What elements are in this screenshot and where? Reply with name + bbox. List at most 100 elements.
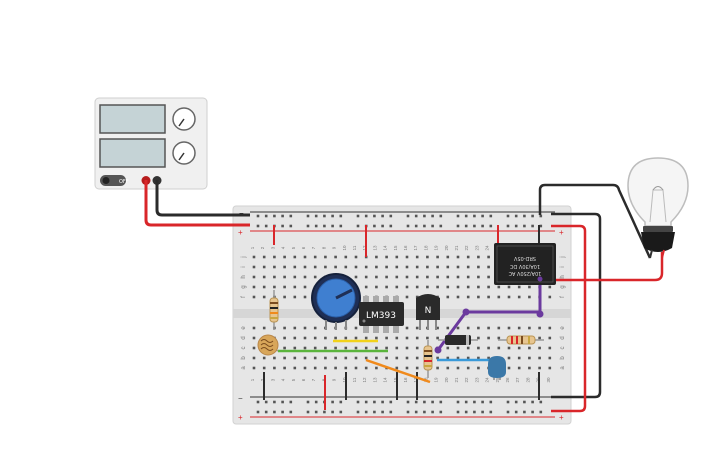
breadboard-hole[interactable] (356, 224, 360, 228)
breadboard-hole[interactable] (252, 255, 256, 259)
breadboard-hole[interactable] (323, 224, 326, 228)
breadboard-hole[interactable] (446, 366, 450, 370)
breadboard-hole[interactable] (373, 224, 376, 228)
breadboard-hole[interactable] (385, 265, 388, 269)
breadboard-hole[interactable] (473, 214, 476, 218)
breadboard-hole[interactable] (539, 214, 543, 218)
breadboard-hole[interactable] (431, 214, 434, 218)
breadboard-hole[interactable] (331, 410, 334, 414)
breadboard-hole[interactable] (306, 410, 310, 414)
breadboard-hole[interactable] (354, 356, 358, 360)
breadboard-hole[interactable] (281, 214, 284, 218)
breadboard-hole[interactable] (303, 336, 307, 340)
breadboard-hole[interactable] (473, 224, 476, 228)
breadboard-hole[interactable] (406, 224, 410, 228)
breadboard-hole[interactable] (306, 224, 310, 228)
breadboard-hole[interactable] (423, 224, 426, 228)
breadboard-hole[interactable] (539, 400, 543, 404)
breadboard-hole[interactable] (273, 356, 276, 360)
breadboard-hole[interactable] (517, 295, 521, 299)
breadboard-hole[interactable] (487, 295, 490, 299)
breadboard-hole[interactable] (354, 255, 358, 259)
supply-positive-wire[interactable] (144, 180, 250, 227)
breadboard-hole[interactable] (293, 346, 297, 350)
breadboard-hole[interactable] (314, 214, 318, 218)
breadboard-hole[interactable] (314, 410, 318, 414)
breadboard-hole[interactable] (354, 366, 358, 370)
breadboard-hole[interactable] (439, 410, 443, 414)
breadboard-hole[interactable] (364, 336, 368, 340)
breadboard-hole[interactable] (331, 224, 334, 228)
breadboard-hole[interactable] (364, 265, 368, 269)
resistor-vertical-middle[interactable] (423, 340, 433, 378)
breadboard-hole[interactable] (456, 410, 460, 414)
breadboard-hole[interactable] (334, 356, 337, 360)
breadboard-hole[interactable] (252, 275, 256, 279)
breadboard-hole[interactable] (456, 285, 460, 289)
breadboard-hole[interactable] (507, 356, 511, 360)
breadboard-hole[interactable] (381, 224, 384, 228)
breadboard-hole[interactable] (252, 346, 256, 350)
breadboard-hole[interactable] (415, 346, 419, 350)
breadboard-hole[interactable] (375, 366, 378, 370)
breadboard-hole[interactable] (531, 214, 534, 218)
breadboard-hole[interactable] (464, 224, 468, 228)
breadboard-hole[interactable] (436, 265, 439, 269)
breadboard-hole[interactable] (344, 346, 348, 350)
breadboard-hole[interactable] (262, 356, 266, 360)
breadboard-hole[interactable] (456, 214, 460, 218)
breadboard-hole[interactable] (431, 410, 434, 414)
resistor-horizontal-right[interactable] (498, 335, 544, 345)
breadboard-hole[interactable] (303, 295, 307, 299)
breadboard-hole[interactable] (464, 214, 468, 218)
breadboard-hole[interactable] (436, 275, 439, 279)
breadboard-hole[interactable] (273, 400, 276, 404)
breadboard-hole[interactable] (264, 214, 268, 218)
breadboard-hole[interactable] (354, 346, 358, 350)
breadboard-hole[interactable] (506, 410, 510, 414)
breadboard-hole[interactable] (331, 400, 334, 404)
breadboard-hole[interactable] (439, 400, 443, 404)
breadboard-hole[interactable] (256, 224, 260, 228)
breadboard-hole[interactable] (313, 346, 317, 350)
breadboard-hole[interactable] (514, 214, 518, 218)
breadboard-hole[interactable] (339, 224, 343, 228)
breadboard-hole[interactable] (439, 224, 443, 228)
breadboard-hole[interactable] (466, 346, 470, 350)
potentiometer[interactable] (311, 273, 361, 330)
breadboard-hole[interactable] (528, 285, 531, 289)
breadboard-hole[interactable] (423, 410, 426, 414)
breadboard-hole[interactable] (414, 224, 418, 228)
breadboard-hole[interactable] (334, 255, 337, 259)
breadboard-hole[interactable] (293, 265, 297, 269)
breadboard-hole[interactable] (364, 410, 368, 414)
breadboard-hole[interactable] (375, 265, 378, 269)
breadboard-hole[interactable] (405, 356, 409, 360)
breadboard-hole[interactable] (531, 224, 534, 228)
breadboard-hole[interactable] (273, 410, 276, 414)
breadboard-hole[interactable] (548, 346, 552, 350)
breadboard-hole[interactable] (406, 214, 410, 218)
breadboard-hole[interactable] (252, 285, 256, 289)
breadboard-hole[interactable] (252, 265, 256, 269)
breadboard-hole[interactable] (381, 410, 384, 414)
breadboard-hole[interactable] (356, 214, 360, 218)
breadboard-hole[interactable] (517, 285, 521, 289)
breadboard-hole[interactable] (356, 400, 360, 404)
rail-link-black-wire[interactable] (551, 212, 602, 399)
breadboard-hole[interactable] (517, 356, 521, 360)
breadboard-hole[interactable] (389, 400, 393, 404)
breadboard-hole[interactable] (354, 265, 358, 269)
breadboard-hole[interactable] (523, 400, 526, 404)
breadboard-hole[interactable] (395, 336, 399, 340)
breadboard-hole[interactable] (506, 224, 510, 228)
breadboard-hole[interactable] (262, 366, 266, 370)
breadboard-hole[interactable] (439, 214, 443, 218)
breadboard-hole[interactable] (405, 295, 409, 299)
breadboard-hole[interactable] (283, 366, 286, 370)
breadboard-hole[interactable] (464, 400, 468, 404)
breadboard-hole[interactable] (446, 356, 450, 360)
breadboard-hole[interactable] (306, 400, 310, 404)
breadboard-hole[interactable] (456, 326, 460, 330)
breadboard-hole[interactable] (507, 295, 511, 299)
